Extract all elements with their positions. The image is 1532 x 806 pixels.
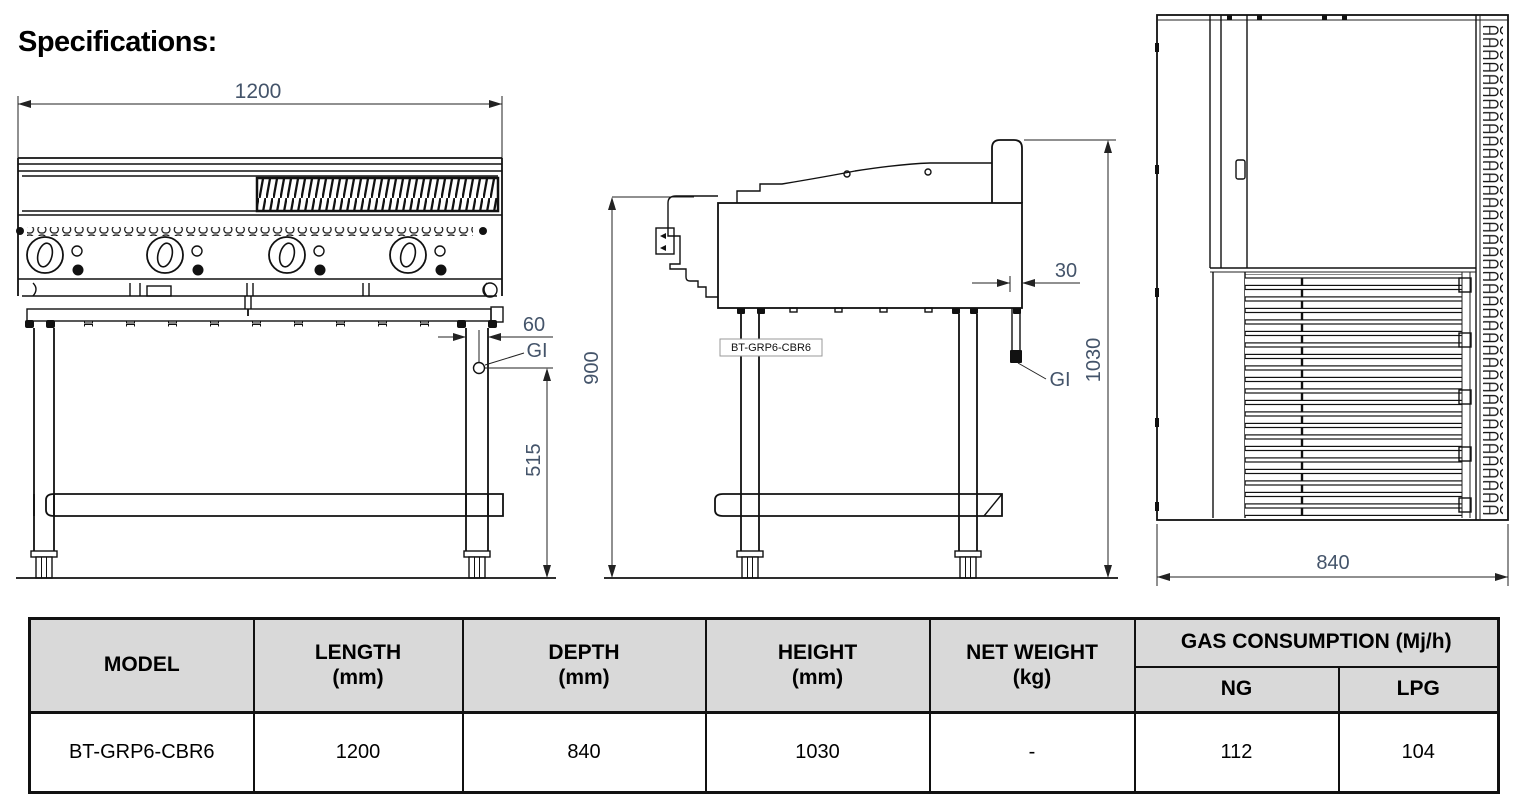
col-header-model-label: MODEL xyxy=(103,653,180,677)
col-header-depth-label: DEPTH xyxy=(548,640,620,664)
front-leg-offset-label: 60 xyxy=(523,314,545,336)
burner-vent-row xyxy=(16,227,487,236)
front-view-drawing: 1200 xyxy=(16,80,556,579)
model-tag-label: BT-GRP6-CBR6 xyxy=(731,342,811,354)
side-work-height-dimension: 900 xyxy=(581,196,694,578)
col-header-depth: DEPTH (mm) xyxy=(461,617,707,714)
side-gas-inlet: GI xyxy=(1010,308,1071,391)
front-inlet-height-label: 515 xyxy=(523,443,545,476)
col-header-length: LENGTH (mm) xyxy=(252,617,464,714)
col-header-height-label: HEIGHT xyxy=(777,640,858,664)
burner-knob xyxy=(26,236,85,277)
adjustable-foot xyxy=(954,550,982,579)
col-header-height: HEIGHT (mm) xyxy=(704,617,931,714)
col-header-gas-consumption: GAS CONSUMPTION (Mj/h) xyxy=(1133,617,1500,668)
top-depth-label: 840 xyxy=(1316,552,1349,574)
table-row: BT-GRP6-CBR6 1200 840 1030 - 112 104 xyxy=(28,711,1500,794)
col-header-ng-label: NG xyxy=(1220,676,1253,700)
adjustable-foot xyxy=(463,550,491,579)
rear-splash-panel xyxy=(991,139,1023,203)
side-work-height-label: 900 xyxy=(581,351,603,384)
col-header-gas-consumption-label: GAS CONSUMPTION (Mj/h) xyxy=(1180,630,1452,654)
model-tag: BT-GRP6-CBR6 xyxy=(719,338,823,357)
technical-drawing: 1200 xyxy=(16,14,1509,586)
cell-net-weight: - xyxy=(928,711,1136,794)
col-header-lpg-label: LPG xyxy=(1396,676,1440,700)
front-legs xyxy=(33,328,489,551)
cell-ng: 112 xyxy=(1133,711,1340,794)
front-undershelf xyxy=(45,493,504,517)
adjustable-foot xyxy=(736,550,764,579)
side-overall-height-dimension: 1030 xyxy=(1024,139,1116,578)
burner-knob xyxy=(268,236,327,277)
cell-length: 1200 xyxy=(252,711,464,794)
adjustable-foot xyxy=(30,550,58,579)
col-header-length-unit: (mm) xyxy=(332,665,384,689)
side-inlet-offset-label: 30 xyxy=(1055,260,1077,282)
col-header-net-weight-label: NET WEIGHT xyxy=(966,640,1098,664)
col-header-net-weight-unit: (kg) xyxy=(1012,665,1052,689)
front-width-dimension: 1200 xyxy=(17,80,503,158)
top-view-drawing: 840 xyxy=(1155,14,1509,586)
vent-slot-column xyxy=(1475,15,1503,520)
front-leg-offset-dimension: 60 xyxy=(438,314,553,362)
burner-knob xyxy=(389,236,448,277)
specifications-table: MODEL LENGTH (mm) DEPTH (mm) HEIGHT (mm)… xyxy=(28,617,1500,794)
top-depth-dimension: 840 xyxy=(1156,524,1509,586)
col-header-length-label: LENGTH xyxy=(314,640,402,664)
griddle-plate-panel xyxy=(1209,15,1248,268)
side-inlet-offset-dimension: 30 xyxy=(972,260,1080,292)
charbroiler-hatch-panel xyxy=(255,176,500,213)
side-undershelf xyxy=(714,493,1003,517)
charbroiler-grate-section xyxy=(1212,272,1472,518)
col-header-lpg: LPG xyxy=(1337,665,1500,714)
side-view-drawing: 900 xyxy=(581,139,1118,579)
plate-handle-slot xyxy=(1235,159,1246,180)
page-title: Specifications: xyxy=(18,26,217,58)
col-header-depth-unit: (mm) xyxy=(558,665,610,689)
cell-model: BT-GRP6-CBR6 xyxy=(28,711,255,794)
front-width-dim-label: 1200 xyxy=(235,80,282,103)
col-header-height-unit: (mm) xyxy=(791,665,844,689)
cell-depth: 840 xyxy=(461,711,707,794)
col-header-model: MODEL xyxy=(28,617,255,714)
col-header-ng: NG xyxy=(1133,665,1340,714)
cell-height: 1030 xyxy=(704,711,931,794)
col-header-net-weight: NET WEIGHT (kg) xyxy=(928,617,1136,714)
front-gas-inlet-label: GI xyxy=(526,340,547,362)
front-inlet-height-dimension: 515 xyxy=(485,367,553,578)
side-gas-inlet-label: GI xyxy=(1049,369,1070,391)
front-gas-inlet: GI xyxy=(472,340,548,375)
burner-knob xyxy=(146,236,205,277)
cell-lpg: 104 xyxy=(1337,711,1500,794)
side-overall-height-label: 1030 xyxy=(1083,338,1105,383)
side-knob-profile xyxy=(655,227,675,255)
